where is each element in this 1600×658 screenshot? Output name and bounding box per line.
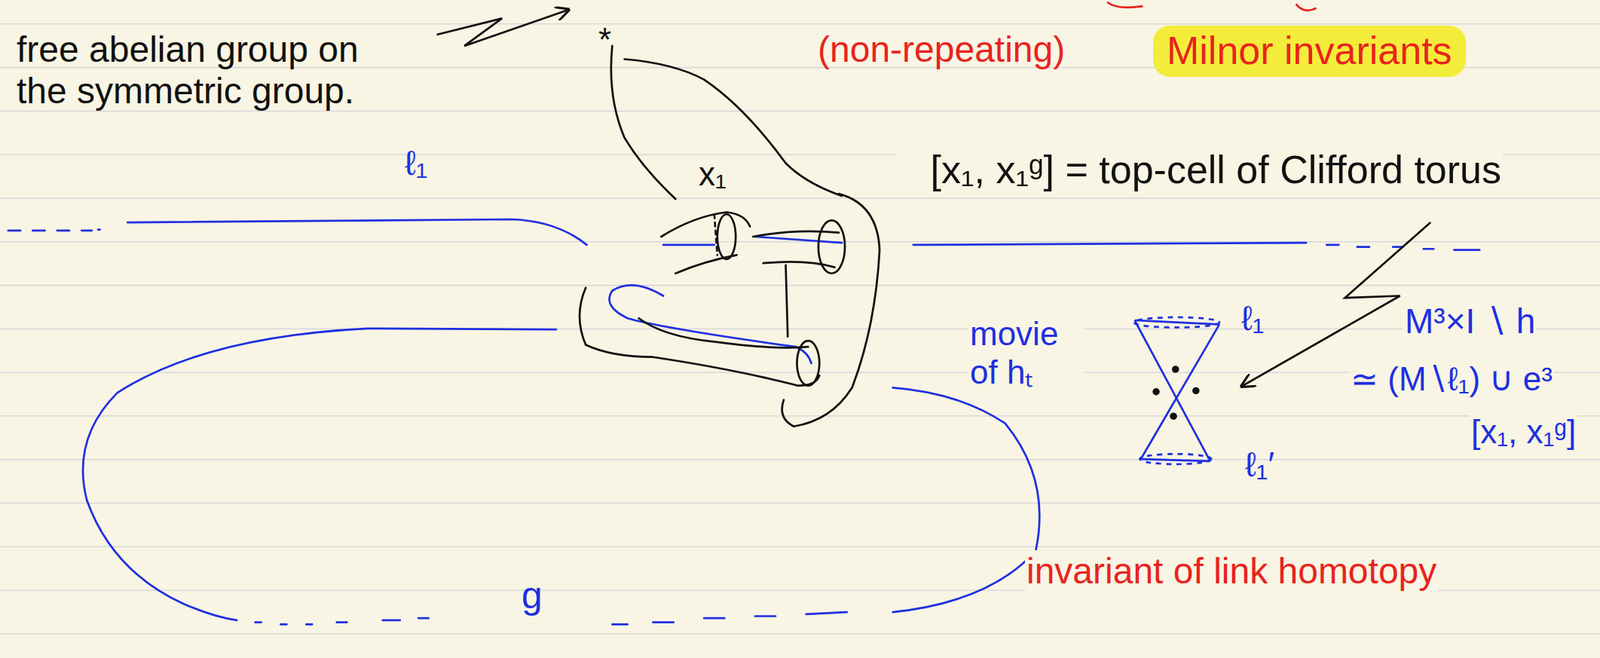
link-component (8, 219, 1480, 625)
space-label: M³×I ∖ h (1403, 301, 1537, 342)
attaching-map: [x₁, x₁ᵍ] (1469, 413, 1578, 452)
note-text: movie of hₜ (968, 315, 1085, 392)
highlighted-heading: Milnor invariants (1153, 25, 1466, 77)
note-text: (non-repeating) (816, 28, 1067, 71)
note-text: free abelian group on the symmetric grou… (15, 28, 395, 112)
band-tube (579, 45, 880, 427)
cone-figure (1133, 317, 1220, 465)
leader-arrow (436, 10, 567, 46)
component-label: ℓ₁′ (1243, 444, 1276, 485)
note-text: invariant of link homotopy (1024, 550, 1438, 592)
basepoint: * (596, 21, 613, 60)
homotopy-equivalence: ≃ (M∖ℓ₁) ∪ e³ (1349, 360, 1555, 399)
component-label: ℓ₁ (403, 143, 429, 184)
note-text: [x₁, x₁ᵍ] = top-cell of Clifford torus (896, 147, 1503, 193)
component-label: g (520, 574, 545, 618)
cone-dots (1152, 365, 1200, 420)
component-label: ℓ₁ (1239, 298, 1266, 339)
cut-off-strokes (1107, 2, 1317, 11)
generator-label: x₁ (697, 155, 729, 194)
